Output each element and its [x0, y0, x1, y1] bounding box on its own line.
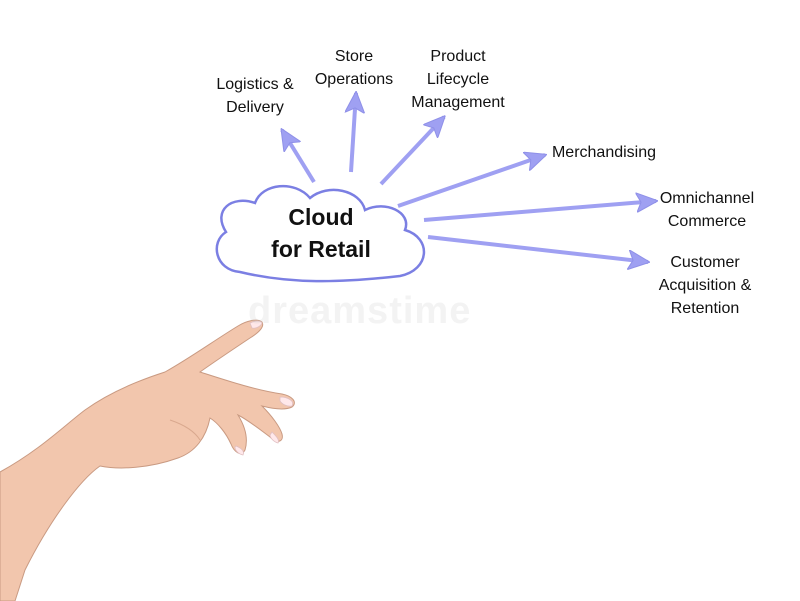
node-store-operations: Store Operations [314, 48, 394, 88]
pointing-hand-image [0, 319, 295, 601]
node-merchandising: Merchandising [551, 144, 657, 161]
cloud-shape [215, 184, 426, 283]
arrow-to-merchandising [397, 155, 545, 208]
node-logistics-delivery: Logistics & Delivery [216, 76, 294, 116]
arrow-to-customer [427, 235, 648, 262]
node-omnichannel-commerce: Omnichannel Commerce [659, 190, 755, 230]
arrow-to-store-operations [351, 93, 356, 173]
center-label: Cloud for Retail [271, 204, 371, 262]
arrow-to-product-lifecycle [379, 117, 444, 186]
node-customer-acquisition-retention: Customer Acquisition & Retention [658, 254, 752, 317]
node-product-lifecycle-management: Product Lifecycle Management [411, 48, 505, 111]
arrow-to-logistics [280, 130, 316, 184]
arrow-to-omnichannel [423, 201, 656, 222]
watermark-text: dreamstime [248, 290, 472, 332]
